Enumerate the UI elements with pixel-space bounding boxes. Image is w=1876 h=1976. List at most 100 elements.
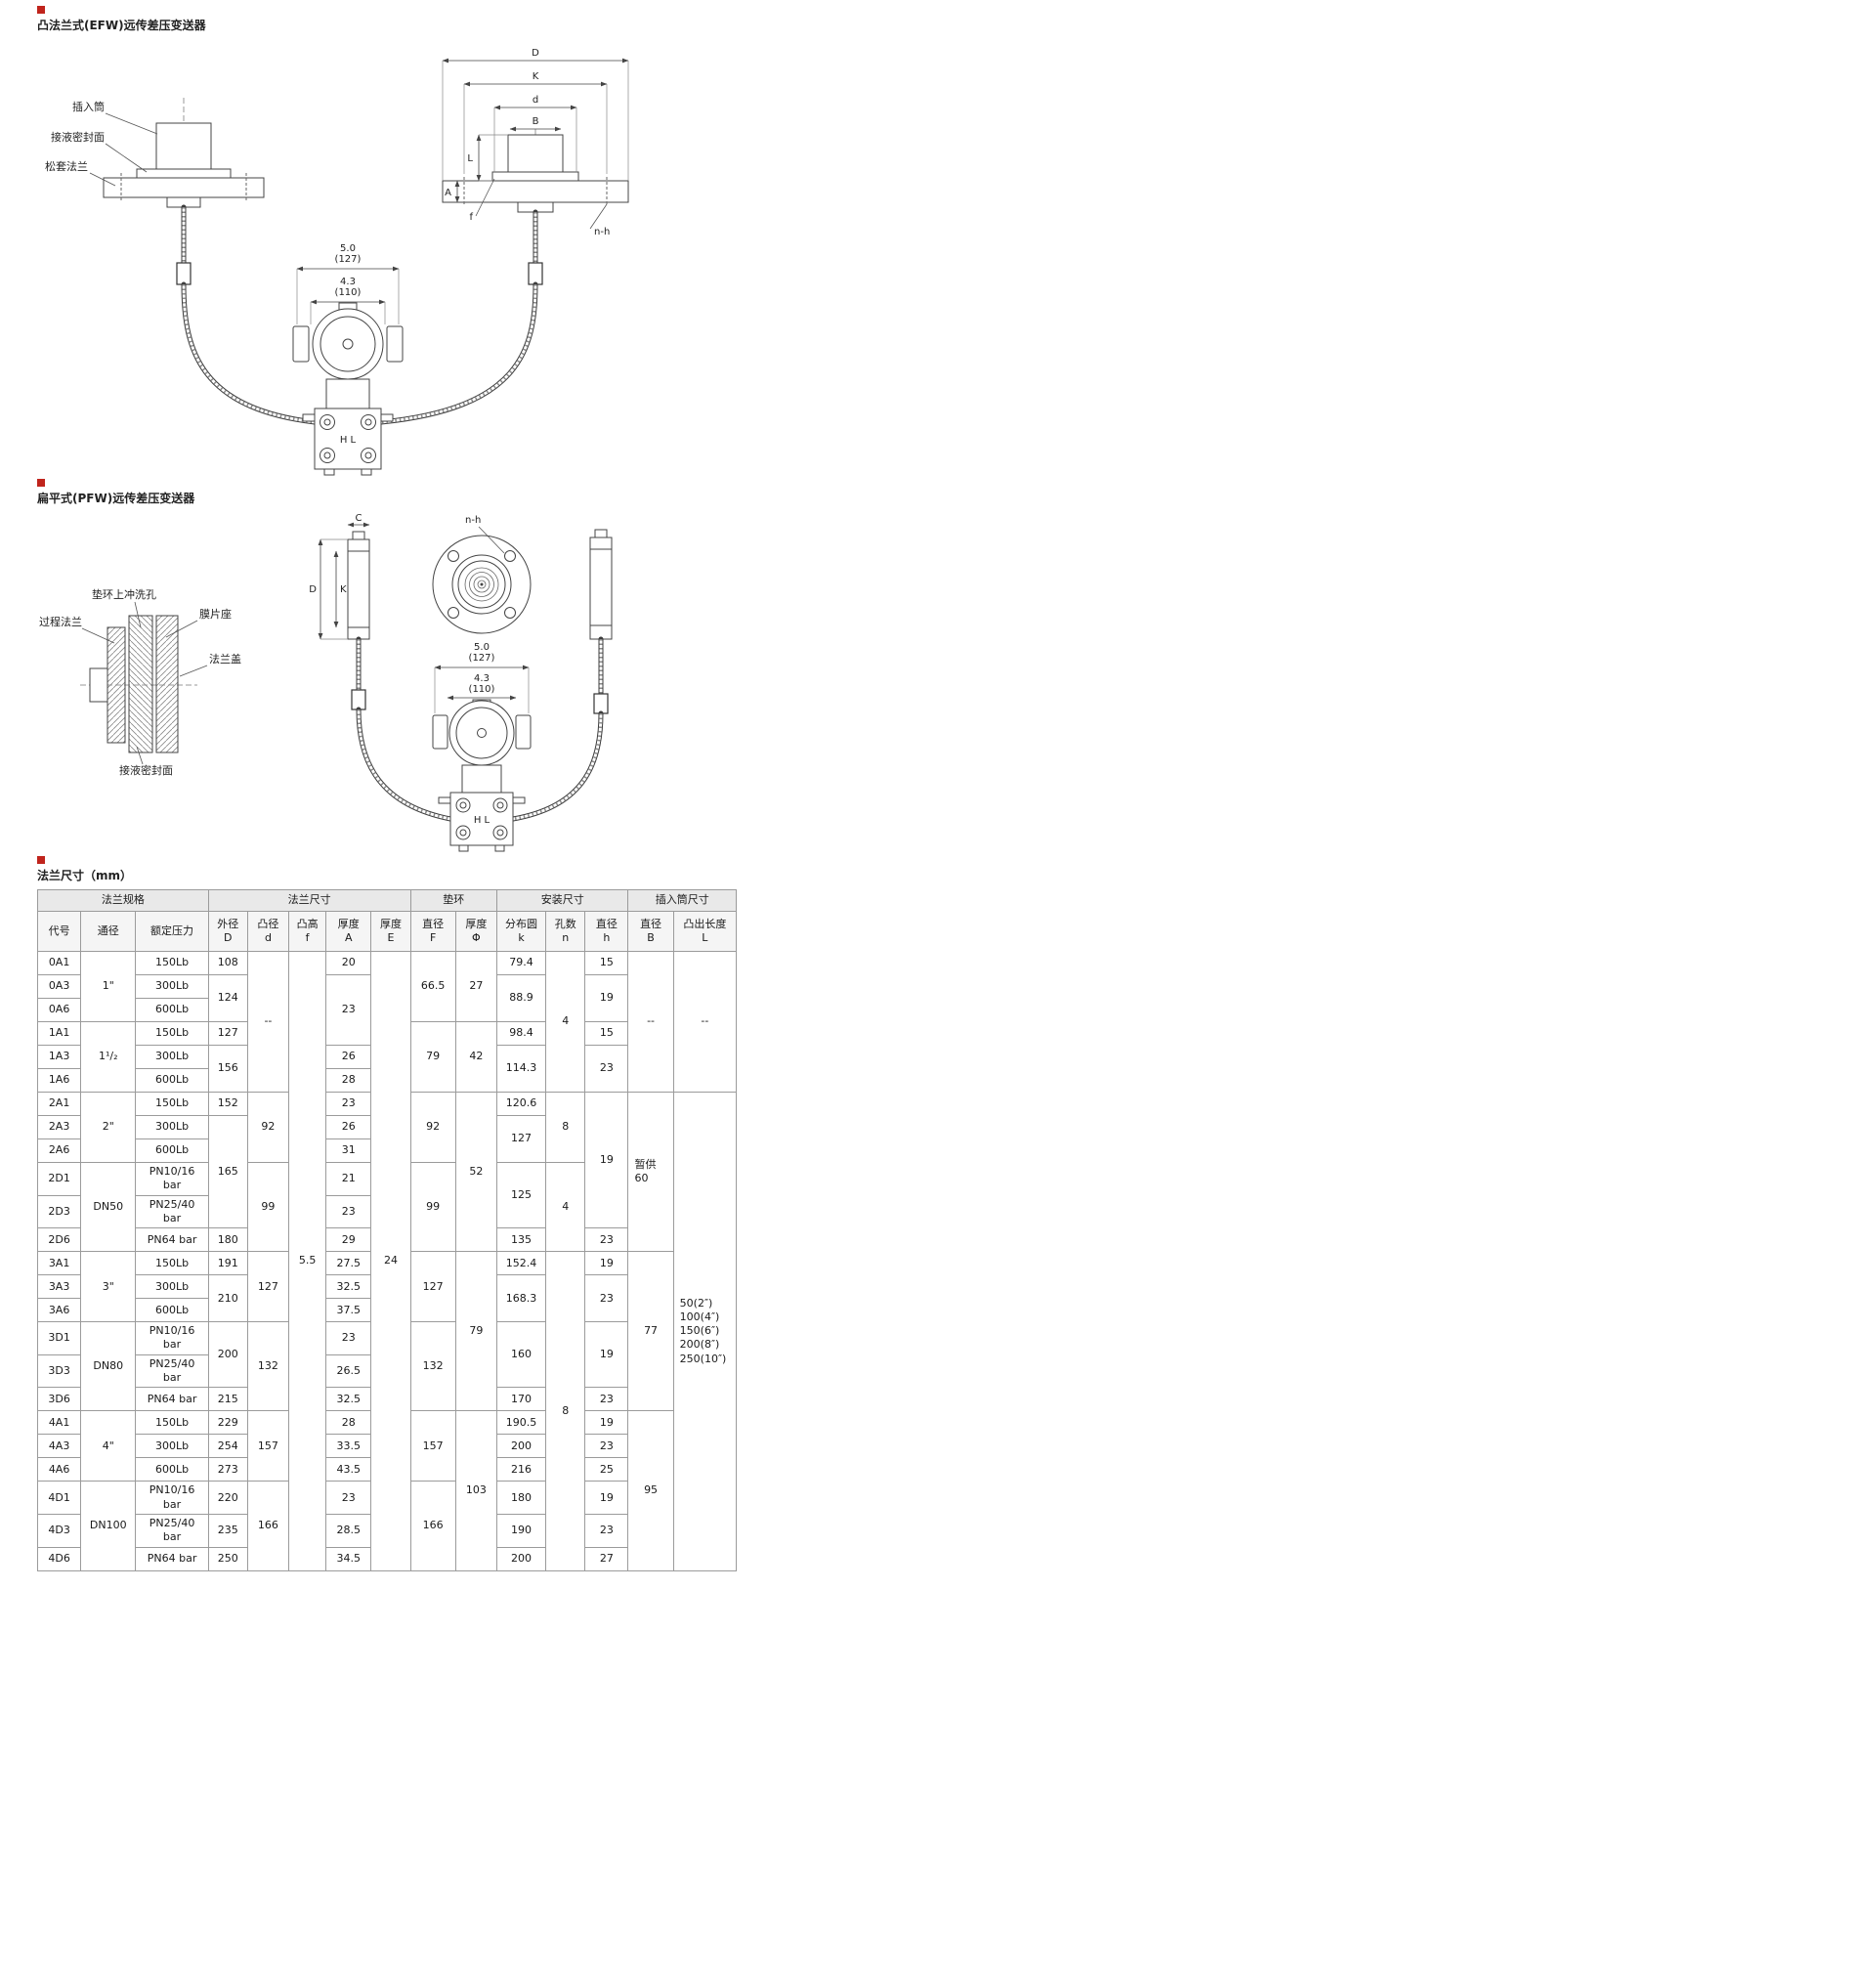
table-cell: 150Lb — [135, 951, 209, 975]
table-cell: 42 — [454, 1021, 497, 1093]
section-efw: 凸法兰式(EFW)远传差压变送器 插入筒 接液密封面 — [37, 6, 801, 477]
table-cell: -- — [246, 951, 290, 1093]
table-cell: 88.9 — [495, 974, 547, 1022]
table-cell: 1A1 — [36, 1021, 82, 1046]
table-cell: 79.4 — [495, 951, 547, 975]
pfw-dim-nh: n-h — [465, 515, 481, 526]
table-cell: 152.4 — [495, 1251, 547, 1276]
efw-left-flange-assembly — [103, 98, 265, 223]
table-cell: 103 — [454, 1410, 497, 1571]
table-cell: 4 — [545, 951, 586, 1093]
table-cell: PN10/16 bar — [135, 1321, 209, 1355]
efw-right-dimensions: D K d B L A f — [442, 48, 629, 237]
pfw-front-view: n-h — [432, 515, 532, 634]
table-cell: 190 — [495, 1513, 547, 1548]
pfw-dim-D: D — [309, 584, 317, 595]
table-cell: PN25/40 bar — [135, 1513, 209, 1548]
efw-dim-nh: n-h — [594, 227, 610, 237]
pfw-transmitter: 5.0 (127) 4.3 (110) — [432, 642, 532, 852]
table-cell: 77 — [627, 1251, 674, 1412]
table-cell: 99 — [409, 1161, 456, 1253]
efw-dim-width2: 4.3 — [340, 277, 356, 287]
table-cell: 28.5 — [325, 1513, 372, 1548]
table-cell: 23 — [325, 1481, 372, 1515]
table-cell: 215 — [207, 1387, 248, 1412]
table-cell: PN10/16 bar — [135, 1162, 209, 1196]
table-cell: 79 — [409, 1021, 456, 1093]
pfw-dim-C: C — [356, 513, 362, 524]
table-cell: 235 — [207, 1513, 248, 1548]
pfw-drawing: 过程法兰 垫环上冲洗孔 膜片座 法兰盖 接液密封面 C D — [39, 513, 613, 852]
table-cell: 200 — [207, 1321, 248, 1389]
pfw-hl-label: H L — [474, 815, 490, 826]
table-cell: 4A1 — [36, 1410, 82, 1436]
table-cell: 250 — [207, 1546, 248, 1571]
table-cell: 50(2″)100(4″)150(6″)200(8″)250(10″) — [672, 1092, 738, 1571]
table-cell: 2A1 — [36, 1092, 82, 1116]
table-cell: 23 — [584, 1227, 629, 1253]
efw-callouts: 插入筒 接液密封面 松套法兰 — [45, 100, 158, 187]
table-cell: DN100 — [80, 1481, 137, 1571]
efw-hl-label: H L — [340, 435, 357, 446]
efw-label-seal-face: 接液密封面 — [51, 130, 105, 144]
table-cell: PN25/40 bar — [135, 1353, 209, 1389]
efw-drawing: 插入筒 接液密封面 松套法兰 — [45, 48, 629, 476]
table-header-group: 安装尺寸 — [495, 889, 629, 912]
efw-dim-L: L — [467, 153, 473, 164]
table-cell: 600Lb — [135, 1457, 209, 1482]
table-cell: 5.5 — [288, 951, 327, 1571]
table-cell: 23 — [325, 1321, 372, 1355]
efw-dim-width1: 5.0 — [340, 243, 356, 254]
pfw-label-process-flange: 过程法兰 — [39, 615, 82, 628]
table-cell: 4A6 — [36, 1457, 82, 1482]
table-cell: 23 — [584, 1387, 629, 1412]
table-cell: 99 — [246, 1161, 290, 1253]
section-marker — [37, 479, 45, 487]
table-cell: 92 — [409, 1092, 456, 1163]
table-cell: 190.5 — [495, 1410, 547, 1436]
table-cell: 19 — [584, 1481, 629, 1515]
table-cell: 19 — [584, 974, 629, 1022]
table-cell: 150Lb — [135, 1410, 209, 1436]
table-column-header: 额定压力 — [135, 911, 209, 952]
table-column-header: 代号 — [36, 911, 82, 952]
table-cell: 300Lb — [135, 974, 209, 999]
table-cell: 31 — [325, 1138, 372, 1163]
pfw-dim-width1-mm: (127) — [469, 653, 495, 664]
table-cell: 166 — [246, 1481, 290, 1571]
table-cell: 37.5 — [325, 1298, 372, 1323]
pfw-section-view — [80, 615, 197, 753]
table-cell: 1A6 — [36, 1068, 82, 1093]
table-cell: 127 — [246, 1251, 290, 1323]
section-title-table: 法兰尺寸（mm） — [37, 869, 133, 882]
table-cell: 32.5 — [325, 1274, 372, 1300]
table-cell: 3A3 — [36, 1274, 82, 1300]
table-header-group: 插入筒尺寸 — [627, 889, 737, 912]
section-pfw: 扁平式(PFW)远传差压变送器 过程法兰 垫环上冲洗孔 — [37, 479, 801, 854]
table-cell: 25 — [584, 1457, 629, 1482]
pfw-side-view-left: C D K — [309, 513, 370, 640]
table-cell: 254 — [207, 1434, 248, 1459]
table-cell: 125 — [495, 1161, 547, 1229]
pfw-capillary-right — [510, 636, 609, 822]
efw-dim-A: A — [445, 188, 451, 198]
table-cell: 2A3 — [36, 1115, 82, 1139]
table-cell: 2A6 — [36, 1138, 82, 1163]
table-cell: 24 — [370, 951, 411, 1571]
table-cell: 4" — [80, 1410, 137, 1482]
table-cell: 15 — [584, 951, 629, 975]
pfw-label-flush-hole: 垫环上冲洗孔 — [92, 587, 156, 601]
table-cell: DN50 — [80, 1161, 137, 1253]
table-cell: 114.3 — [495, 1045, 547, 1093]
table-column-header: 通径 — [80, 911, 137, 952]
table-cell: 1¹/₂ — [80, 1021, 137, 1093]
table-cell: 157 — [409, 1410, 456, 1482]
table-cell: 152 — [207, 1092, 248, 1116]
table-cell: 23 — [325, 974, 372, 1046]
table-cell: 4D3 — [36, 1513, 82, 1548]
table-cell: 4D6 — [36, 1546, 82, 1571]
